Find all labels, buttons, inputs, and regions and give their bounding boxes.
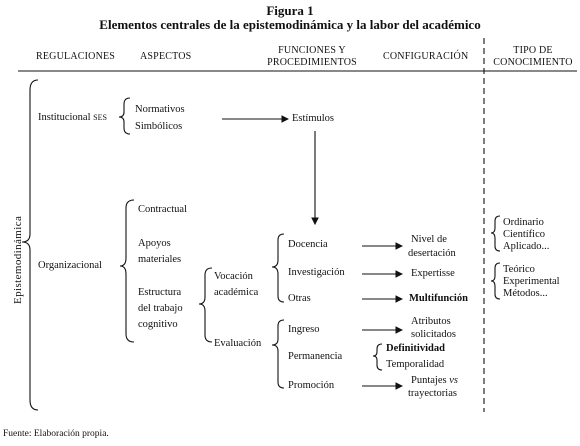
figure-label: Figura 1 — [266, 3, 314, 18]
knowledge-cientifico: Científico — [503, 229, 545, 240]
knowledge-experimental: Experimental — [503, 276, 560, 287]
label-vocacion-1: Vocación — [214, 271, 253, 282]
function-otras: Otras — [288, 293, 311, 304]
label-estimulos: Estímulos — [292, 113, 335, 124]
brace-evaluacion — [271, 319, 285, 389]
config-atributos-2: solicitados — [411, 329, 456, 340]
function-permanencia: Permanencia — [288, 351, 343, 362]
config-expertisse: Expertisse — [411, 268, 455, 279]
header-tipo-2: CONOCIMIENTO — [493, 57, 573, 68]
label-epistemodinamica: Epistemodinámica — [12, 215, 24, 304]
brace-conocimiento-2 — [490, 262, 501, 300]
config-definitividad: Definitividad — [386, 343, 445, 354]
aspect-estructura-3: cognitivo — [138, 319, 178, 330]
config-puntajes-1: Puntajes vs — [411, 375, 458, 386]
brace-permanencia — [372, 343, 383, 371]
config-temporalidad: Temporalidad — [386, 359, 445, 370]
aspect-apoyos-2: materiales — [138, 254, 182, 265]
brace-estructura — [198, 267, 213, 343]
brace-vocacion — [271, 233, 285, 303]
label-evaluacion: Evaluación — [214, 338, 262, 349]
label-vocacion-2: académica — [214, 287, 259, 298]
header-funciones-2: PROCEDIMIENTOS — [267, 57, 357, 68]
aspect-estructura-2: del trabajo — [138, 303, 183, 314]
config-multifuncion: Multifunción — [409, 293, 468, 304]
config-nivel-1: Nivel de — [411, 234, 447, 245]
figure-source: Fuente: Elaboración propia. — [3, 429, 109, 439]
header-regulaciones: REGULACIONES — [36, 51, 116, 62]
brace-epistemodinamica — [21, 79, 39, 411]
knowledge-teorico: Teórico — [503, 264, 535, 275]
header-aspectos: ASPECTOS — [140, 51, 192, 62]
config-nivel-2: desertación — [408, 248, 456, 259]
header-tipo-1: TIPO DE — [513, 45, 553, 56]
aspect-apoyos-1: Apoyos — [138, 238, 171, 249]
brace-institucional — [118, 97, 131, 135]
aspect-simbolicos: Simbólicos — [135, 121, 183, 132]
function-promocion: Promoción — [288, 380, 335, 391]
knowledge-metodos: Métodos... — [503, 288, 548, 299]
config-puntajes-2: trayectorias — [408, 388, 457, 399]
aspect-normativos: Normativos — [135, 104, 185, 115]
config-atributos-1: Atributos — [411, 316, 451, 327]
brace-organizacional — [119, 199, 135, 343]
aspect-contractual: Contractual — [138, 204, 187, 215]
function-docencia: Docencia — [288, 239, 328, 250]
knowledge-ordinario: Ordinario — [503, 217, 544, 228]
header-configuracion: CONFIGURACIÓN — [383, 51, 469, 62]
function-investigacion: Investigación — [288, 267, 345, 278]
aspect-estructura-1: Estructura — [138, 287, 182, 298]
label-organizacional: Organizacional — [38, 260, 102, 271]
header-funciones-1: FUNCIONES Y — [278, 45, 346, 56]
brace-conocimiento-1 — [490, 215, 501, 252]
figure-title: Elementos centrales de la epistemodinámi… — [99, 17, 481, 32]
label-institucional: Institucional SES — [38, 112, 107, 123]
knowledge-aplicado: Aplicado... — [503, 241, 550, 252]
function-ingreso: Ingreso — [288, 324, 320, 335]
